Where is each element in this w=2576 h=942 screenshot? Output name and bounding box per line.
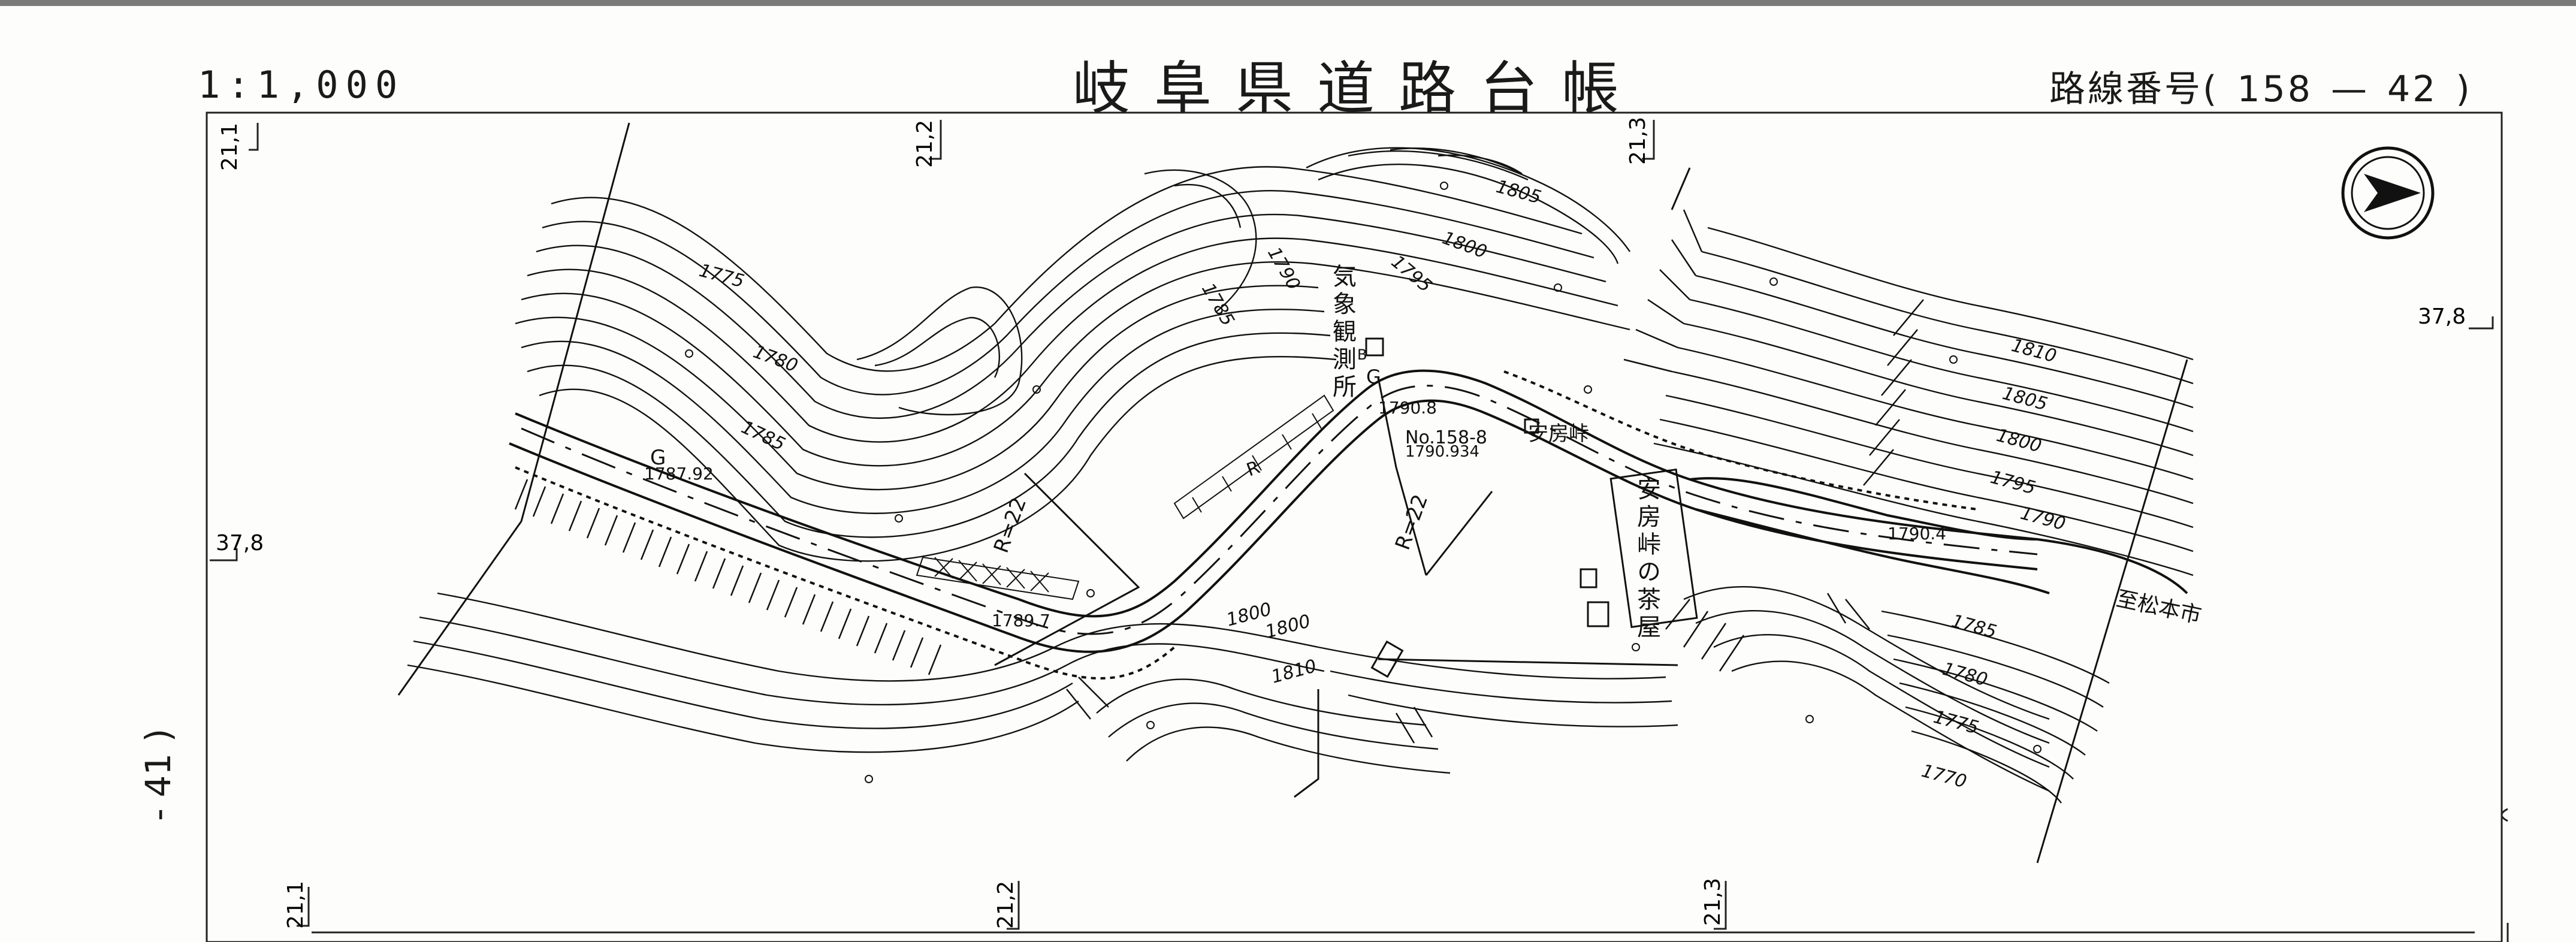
grid-label-top-21-2: 21,2	[913, 120, 937, 168]
drawing-number-label: No.158-8	[1405, 427, 1487, 448]
contours-left-upper	[515, 166, 1630, 562]
scan-edge	[0, 0, 2576, 6]
contours-top-hill	[1306, 147, 1630, 264]
guardrail-upper	[1503, 370, 1978, 511]
small-building-2	[1587, 601, 1609, 627]
contour-label: 1785	[1949, 611, 1999, 643]
slope-hatching-left	[514, 479, 942, 675]
guardrail-lower	[515, 466, 1176, 680]
survey-limit-lines	[397, 122, 2188, 864]
elevation-1787-label: 1787.92	[644, 464, 714, 484]
teahouse-label: 安房峠の茶屋	[1633, 476, 1660, 642]
small-building-1	[1580, 568, 1597, 588]
right-bracket	[2500, 808, 2508, 822]
map-scale: 1:1,000	[198, 63, 405, 107]
survey-line	[1378, 658, 1678, 666]
contour-label: 1780	[1940, 659, 1990, 691]
route-dash: —	[2330, 68, 2369, 110]
elevation-1790-4-label: 1790.4	[1888, 524, 1946, 544]
contour-label: 1795	[1988, 467, 2038, 499]
page-title: 岐阜県道路台帳	[1073, 55, 1643, 122]
north-arrow-icon	[2341, 146, 2435, 240]
route-close: )	[2456, 68, 2472, 110]
b-mark-label: B	[1357, 346, 1367, 363]
drain-line	[1294, 689, 1319, 798]
route-number: 路線番号( 158 — 42)	[2049, 60, 2472, 112]
to-matsumoto-label: 至松本市	[2114, 587, 2203, 629]
map-border	[206, 111, 2503, 942]
contour-label: 1800	[1994, 425, 2044, 457]
benchmark-box	[1524, 418, 1539, 434]
grid-label-top-21-3: 21,3	[1626, 117, 1650, 165]
slope-hatching-right	[1066, 209, 1924, 744]
contour-label: 1795	[1387, 251, 1436, 297]
retaining-walls	[916, 394, 1334, 600]
grid-label-top-21-1: 21,1	[218, 123, 242, 171]
grid-label-bottom-21-1: 21,1	[283, 881, 308, 929]
contour-label: 1775	[1931, 707, 1981, 739]
route-label: 路線番号(	[2049, 68, 2219, 110]
guard-label-left: G	[650, 446, 666, 470]
structures	[994, 167, 1698, 798]
curve-radius-label-right: R=22	[1391, 491, 1433, 553]
road-radius-label: R	[1244, 457, 1263, 481]
contour-label: 1805	[2000, 383, 2050, 415]
elevation-1790-8-label: 1790.8	[1378, 398, 1437, 418]
guard-label-upper: G	[1366, 366, 1381, 388]
route-major: 158	[2237, 68, 2313, 110]
contours-bottom	[407, 586, 2110, 804]
grid-ticks	[210, 120, 2494, 930]
curve-radius-line-left	[994, 472, 1140, 666]
curve-radius-label-left: R=22	[989, 494, 1031, 556]
contours-right-hill	[1653, 227, 2194, 576]
contour-label: 1790	[2018, 503, 2068, 535]
teahouse-building	[1609, 468, 1698, 629]
contour-labels: 1775 1780 1785 1785 1790 1795 1800 1805 …	[697, 176, 2068, 793]
contour-label: 1785	[1197, 280, 1238, 330]
weather-station-label: 気象観測所	[1328, 264, 1356, 401]
grid-label-bottom-21-2: 21,2	[993, 881, 1018, 929]
pass-name-label: 安房峠	[1528, 422, 1589, 446]
road-edges	[509, 369, 2188, 653]
grid-label-left-37-8: 37,8	[216, 531, 264, 555]
route-minor: 42	[2387, 68, 2438, 110]
contour-label: 1775	[697, 260, 747, 292]
elevation-1789-label: 1789.7	[992, 611, 1050, 630]
contour-label: 1800	[1439, 228, 1490, 263]
curve-radius-line-right	[1377, 377, 1493, 576]
grid-label-right-37-8: 37,8	[2418, 304, 2466, 329]
grid-label-bottom-21-3: 21,3	[1701, 878, 1725, 926]
benchmark-elevation-label: 1790.934	[1405, 443, 1479, 461]
culvert	[1370, 640, 1404, 678]
weather-station-building	[1365, 337, 1384, 357]
tick-mark-1	[1671, 167, 1691, 210]
contour-label: 1770	[1919, 760, 1969, 793]
road-centerline	[521, 385, 2038, 635]
terrain-symbols	[685, 182, 2042, 783]
contour-label: 1780	[750, 342, 801, 377]
